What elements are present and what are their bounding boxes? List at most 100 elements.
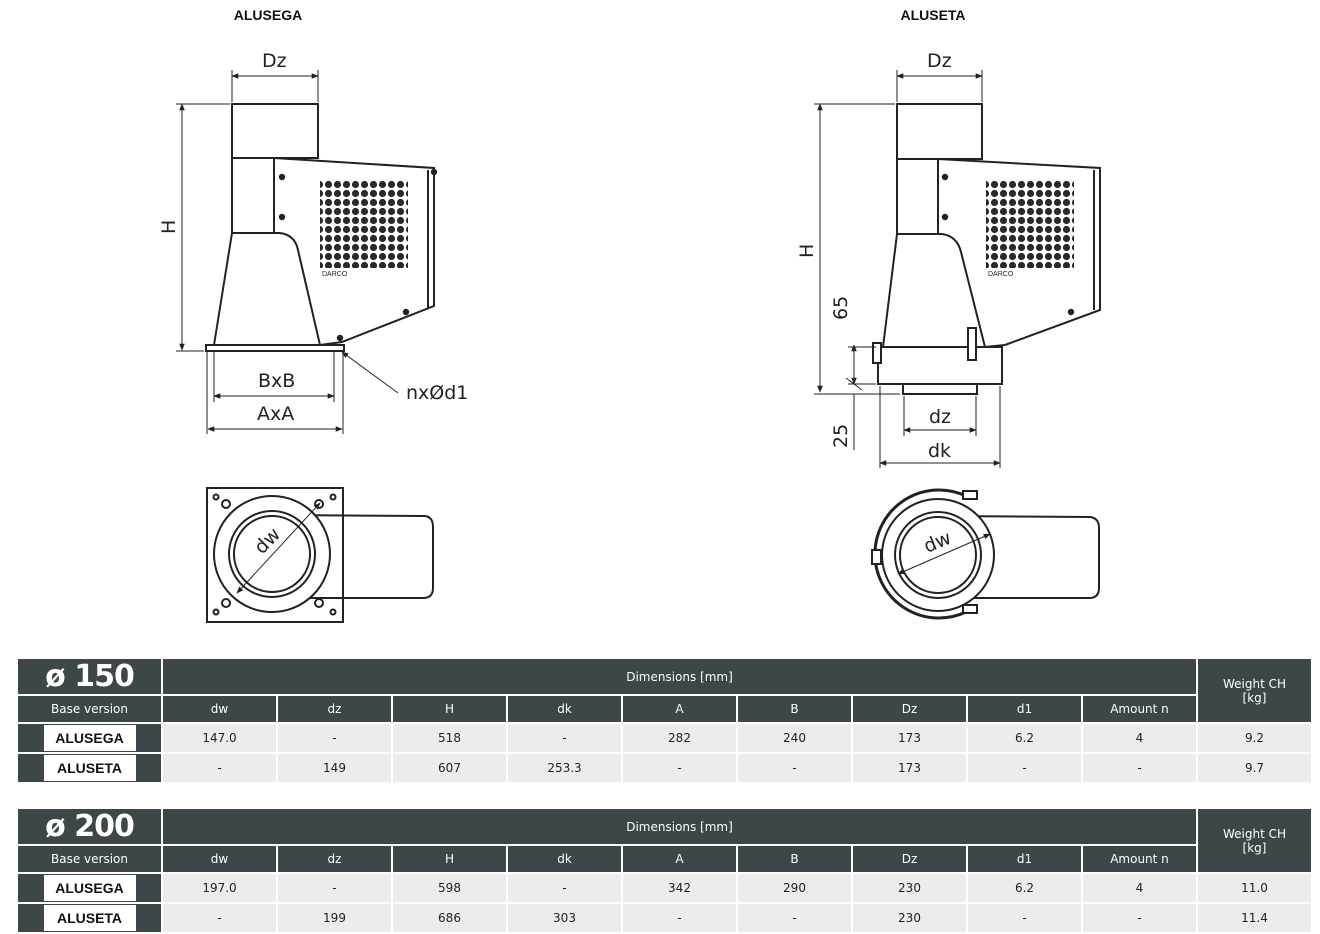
- aluseta-25-label: 25: [830, 424, 852, 448]
- table-cell: -: [508, 874, 621, 902]
- table-cell: 4: [1083, 874, 1196, 902]
- col-amount: Amount n: [1083, 846, 1196, 872]
- table-cell: 342: [623, 874, 736, 902]
- table-cell: 303: [508, 904, 621, 932]
- table-cell: 598: [393, 874, 506, 902]
- table-row: ALUSEGA 197.0 - 598 - 342 290 230 6.2 4 …: [18, 874, 1311, 902]
- spec-table-200: ø 200 Dimensions [mm] Weight CH[kg] Base…: [16, 807, 1313, 934]
- base-version-label: Base version: [18, 696, 161, 722]
- svg-text:DARCO: DARCO: [988, 271, 1014, 278]
- alusega-dz-label: Dz: [262, 50, 287, 72]
- aluseta-dz-top-label: Dz: [927, 50, 952, 72]
- table-cell: 686: [393, 904, 506, 932]
- col-b: B: [738, 846, 851, 872]
- table-cell: 282: [623, 724, 736, 752]
- table-cell: -: [163, 754, 276, 782]
- weight-header-150: Weight CH[kg]: [1198, 659, 1311, 722]
- alusega-h-label: H: [158, 220, 180, 234]
- table-cell: 607: [393, 754, 506, 782]
- row-label: ALUSETA: [43, 755, 136, 781]
- table-cell: -: [738, 904, 851, 932]
- alusega-top-view: [206, 487, 434, 623]
- table-cell: 6.2: [968, 724, 1081, 752]
- alusega-side-view: DARCO: [205, 103, 438, 352]
- col-dk: dk: [508, 696, 621, 722]
- alusega-title: ALUSEGA: [233, 7, 303, 23]
- aluseta-dk-label: dk: [928, 440, 951, 462]
- table-cell: -: [623, 754, 736, 782]
- alusega-dimensions: [176, 70, 399, 434]
- table-row: ALUSEGA 147.0 - 518 - 282 240 173 6.2 4 …: [18, 724, 1311, 752]
- aluseta-top-view: [871, 488, 1100, 620]
- aluseta-dimensions: [814, 70, 1001, 468]
- table-cell: 4: [1083, 724, 1196, 752]
- diameter-label-200: ø 200: [18, 809, 161, 844]
- col-dw: dw: [163, 696, 276, 722]
- col-amount: Amount n: [1083, 696, 1196, 722]
- table-cell: 253.3: [508, 754, 621, 782]
- aluseta-dz-label: dz: [929, 406, 951, 428]
- table-cell: 197.0: [163, 874, 276, 902]
- dimensions-header-200: Dimensions [mm]: [163, 809, 1196, 844]
- aluseta-side-view: DARCO: [872, 103, 1101, 395]
- table-cell: -: [278, 724, 391, 752]
- alusega-dw-line: [236, 502, 321, 594]
- table-cell: 240: [738, 724, 851, 752]
- col-h: H: [393, 696, 506, 722]
- table-cell: 518: [393, 724, 506, 752]
- weight-cell: 9.7: [1198, 754, 1311, 782]
- col-dz-upper: Dz: [853, 696, 966, 722]
- table-cell: -: [1083, 904, 1196, 932]
- col-d1: d1: [968, 696, 1081, 722]
- diameter-label-150: ø 150: [18, 659, 161, 694]
- col-dw: dw: [163, 846, 276, 872]
- dimensions-header-150: Dimensions [mm]: [163, 659, 1196, 694]
- col-a: A: [623, 696, 736, 722]
- table-cell: 173: [853, 754, 966, 782]
- weight-header-200: Weight CH[kg]: [1198, 809, 1311, 872]
- row-label: ALUSETA: [43, 905, 136, 931]
- table-cell: 6.2: [968, 874, 1081, 902]
- technical-drawings: DARCO Dz H BxB AxA nxØd1 dw: [158, 50, 1101, 623]
- table-cell: -: [1083, 754, 1196, 782]
- weight-cell: 9.2: [1198, 724, 1311, 752]
- col-h: H: [393, 846, 506, 872]
- svg-text:DARCO: DARCO: [322, 271, 348, 278]
- col-dz-upper: Dz: [853, 846, 966, 872]
- weight-cell: 11.4: [1198, 904, 1311, 932]
- col-dk: dk: [508, 846, 621, 872]
- row-label: ALUSEGA: [43, 875, 136, 901]
- table-cell: 290: [738, 874, 851, 902]
- aluseta-dw-line: [897, 533, 991, 575]
- weight-cell: 11.0: [1198, 874, 1311, 902]
- table-cell: 173: [853, 724, 966, 752]
- table-cell: -: [623, 904, 736, 932]
- table-row: ALUSETA - 199 686 303 - - 230 - - 11.4: [18, 904, 1311, 932]
- spec-table-150: ø 150 Dimensions [mm] Weight CH[kg] Base…: [16, 657, 1313, 784]
- table-cell: -: [738, 754, 851, 782]
- col-a: A: [623, 846, 736, 872]
- table-cell: 230: [853, 874, 966, 902]
- alusega-bxb-label: BxB: [258, 370, 295, 392]
- table-cell: 230: [853, 904, 966, 932]
- aluseta-65-label: 65: [830, 296, 852, 320]
- col-d1: d1: [968, 846, 1081, 872]
- table-cell: -: [278, 874, 391, 902]
- table-cell: 149: [278, 754, 391, 782]
- alusega-axa-label: AxA: [257, 403, 294, 425]
- col-dz: dz: [278, 696, 391, 722]
- row-label: ALUSEGA: [43, 725, 136, 751]
- table-cell: 147.0: [163, 724, 276, 752]
- table-cell: 199: [278, 904, 391, 932]
- col-dz: dz: [278, 846, 391, 872]
- col-b: B: [738, 696, 851, 722]
- table-row: ALUSETA - 149 607 253.3 - - 173 - - 9.7: [18, 754, 1311, 782]
- base-version-label: Base version: [18, 846, 161, 872]
- table-cell: -: [163, 904, 276, 932]
- aluseta-title: ALUSETA: [900, 7, 966, 23]
- aluseta-h-label: H: [796, 244, 818, 258]
- alusega-holes-label: nxØd1: [406, 382, 468, 404]
- table-cell: -: [508, 724, 621, 752]
- table-cell: -: [968, 754, 1081, 782]
- table-cell: -: [968, 904, 1081, 932]
